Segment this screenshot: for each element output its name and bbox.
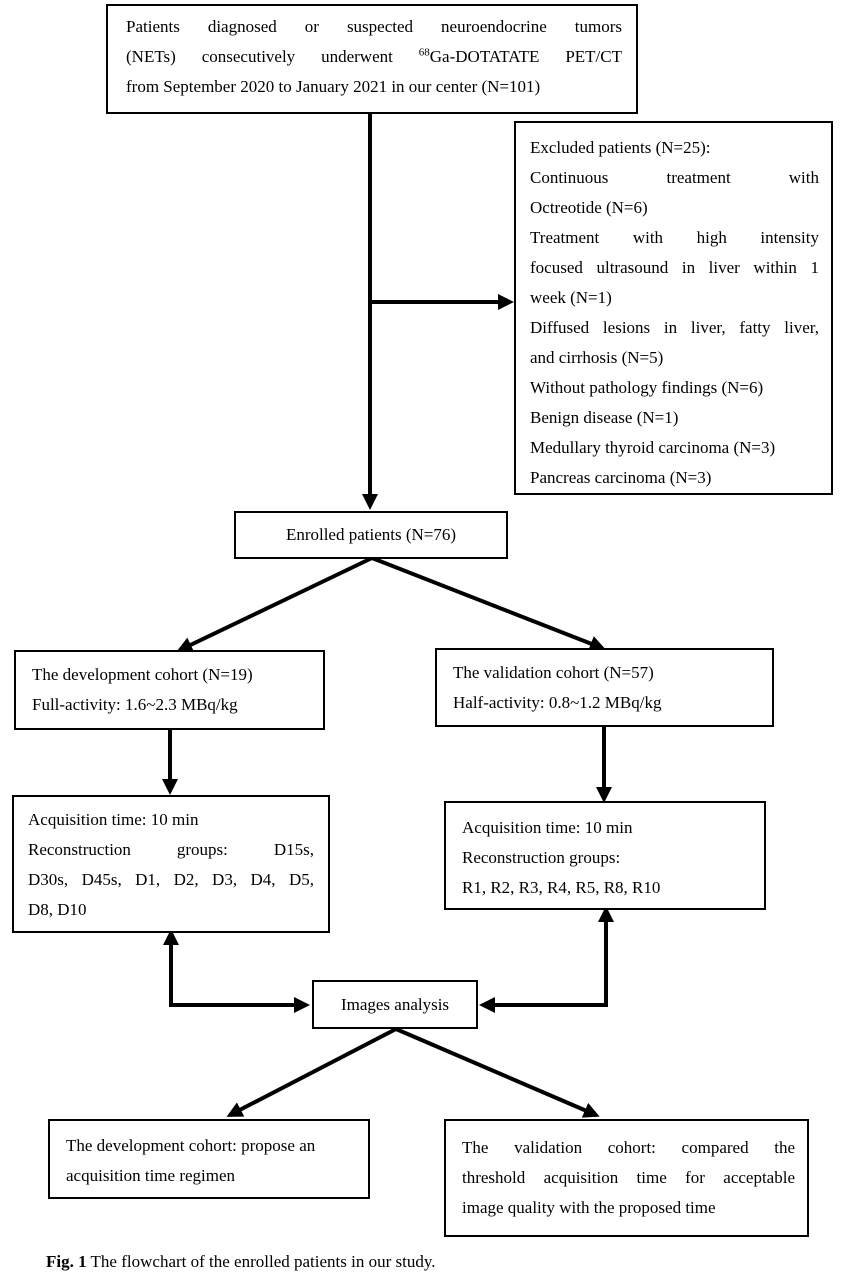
caption-label: Fig. 1 — [46, 1252, 87, 1271]
excluded-line: and cirrhosis (N=5) — [530, 348, 664, 367]
dev-result-line: The development cohort: propose an — [66, 1136, 316, 1155]
validation-acquisition-box: Acquisition time: 10 min Reconstruction … — [444, 801, 766, 910]
excluded-line: Excluded patients (N=25): — [530, 138, 711, 157]
arrow-enrolled-to-dev — [176, 556, 373, 653]
dev-acq-time: Acquisition time: 10 min — [28, 810, 199, 829]
top-box-line2-pre: (NETs) consecutively underwent — [126, 47, 419, 66]
top-box-line2-post: Ga-DOTATATE PET/CT — [429, 47, 623, 66]
excluded-line: Diffused lesions in liver, fatty liver, — [530, 318, 819, 337]
val-cohort-activity: Half-activity: 0.8~1.2 MBq/kg — [453, 693, 662, 712]
development-result-box: The development cohort: propose an acqui… — [48, 1119, 370, 1199]
dev-recon-line: D30s, D45s, D1, D2, D3, D4, D5, — [28, 870, 314, 889]
excluded-line: Treatment with high intensity — [530, 228, 819, 247]
top-box-line1: Patients diagnosed or suspected neuroend… — [126, 17, 622, 36]
arrow-val-acq-analysis — [479, 916, 608, 1013]
excluded-line: Continuous treatment with — [530, 168, 819, 187]
arrow-enrolled-to-val — [371, 556, 606, 652]
dev-cohort-title: The development cohort (N=19) — [32, 665, 253, 684]
development-cohort-box: The development cohort (N=19) Full-activ… — [14, 650, 325, 730]
excluded-line: Pancreas carcinoma (N=3) — [530, 468, 712, 487]
images-analysis-box: Images analysis — [312, 980, 478, 1029]
arrow-analysis-to-val-result — [395, 1027, 600, 1118]
val-acq-time: Acquisition time: 10 min — [462, 818, 633, 837]
val-result-line: The validation cohort: compared the — [462, 1138, 795, 1157]
val-result-line: image quality with the proposed time — [462, 1198, 716, 1217]
arrow-dev-acq-analysis — [169, 941, 310, 1013]
isotope-superscript: 68 — [418, 46, 430, 59]
val-recon-line: R1, R2, R3, R4, R5, R8, R10 — [462, 878, 661, 897]
excluded-patients-box: Excluded patients (N=25): Continuous tre… — [514, 121, 833, 495]
dev-recon-line: Reconstruction groups: D15s, — [28, 840, 314, 859]
development-acquisition-box: Acquisition time: 10 min Reconstruction … — [12, 795, 330, 933]
validation-result-box: The validation cohort: compared the thre… — [444, 1119, 809, 1237]
dev-result-line: acquisition time regimen — [66, 1166, 236, 1185]
dev-cohort-activity: Full-activity: 1.6~2.3 MBq/kg — [32, 695, 238, 714]
validation-cohort-box: The validation cohort (N=57) Half-activi… — [435, 648, 774, 727]
excluded-line: focused ultrasound in liver within 1 — [530, 258, 819, 277]
dev-recon-line: D8, D10 — [28, 900, 87, 919]
arrow-analysis-to-dev-result — [226, 1027, 397, 1117]
top-box-line2: (NETs) consecutively underwent 68Ga-DOTA… — [126, 42, 622, 72]
enrolled-label: Enrolled patients (N=76) — [285, 525, 457, 544]
figure-caption: Fig. 1 The flowchart of the enrolled pat… — [46, 1252, 436, 1272]
top-box-line3: from September 2020 to January 2021 in o… — [126, 77, 541, 96]
val-cohort-title: The validation cohort (N=57) — [453, 663, 654, 682]
analysis-label: Images analysis — [340, 995, 450, 1014]
excluded-line: week (N=1) — [530, 288, 612, 307]
excluded-line: Benign disease (N=1) — [530, 408, 679, 427]
val-recon-line: Reconstruction groups: — [462, 848, 621, 867]
enrolled-patients-box: Enrolled patients (N=76) — [234, 511, 508, 559]
excluded-line: Medullary thyroid carcinoma (N=3) — [530, 438, 776, 457]
excluded-line: Without pathology findings (N=6) — [530, 378, 764, 397]
val-result-line: threshold acquisition time for acceptabl… — [462, 1168, 795, 1187]
caption-text: The flowchart of the enrolled patients i… — [86, 1252, 436, 1271]
excluded-line: Octreotide (N=6) — [530, 198, 648, 217]
top-box-patients-diagnosed: Patients diagnosed or suspected neuroend… — [106, 4, 638, 114]
